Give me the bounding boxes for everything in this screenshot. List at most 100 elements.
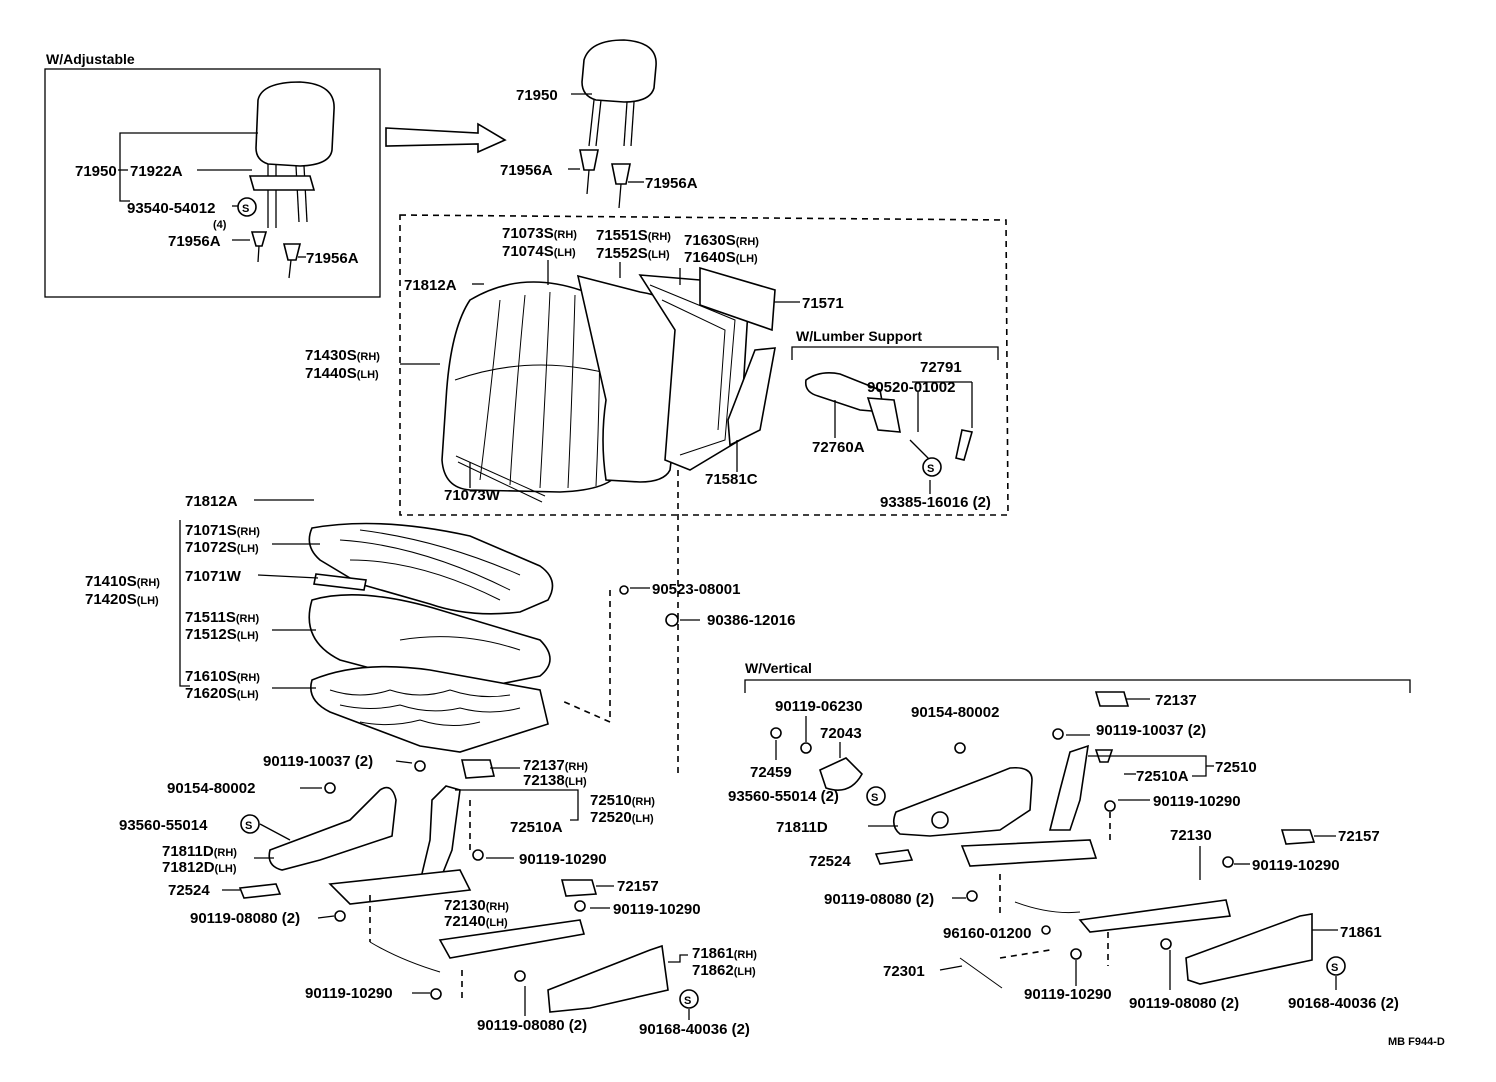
s-mark-icon [237, 197, 257, 217]
label-90119-08080-d: 90119-08080 (2) [1129, 995, 1239, 1012]
label-72760a: 72760A [812, 439, 865, 456]
label-72520: 72520(LH) [590, 809, 654, 826]
headrest-main: 71950 71956A 71956A [500, 39, 698, 209]
s-mark-icon [679, 989, 699, 1009]
label-72510a-a: 72510A [510, 819, 563, 836]
label-71956a-d: 71956A [645, 175, 698, 192]
label-72130-b: 72130 [1170, 827, 1212, 844]
label-71074s: 71074S(LH) [502, 243, 576, 260]
label-71073w: 71073W [444, 487, 501, 504]
label-90119-10290-e: 90119-10290 [1252, 857, 1340, 874]
label-72510-b: 72510 [1215, 759, 1257, 776]
label-72157-a: 72157 [617, 878, 659, 895]
seat-track-left: 90119-10037 (2) 72137(RH) 72138(LH) 9015… [119, 753, 757, 1038]
label-71812a-a: 71812A [404, 277, 457, 294]
label-71950-b: 71950 [516, 87, 558, 104]
bolt-icon [579, 149, 631, 209]
label-90168-40036-b: 90168-40036 (2) [1288, 995, 1399, 1012]
seat-track-icon [770, 691, 1316, 989]
label-71571: 71571 [802, 295, 844, 312]
vertical-group: W/Vertical 90119-06230 [728, 660, 1411, 1012]
bolt-icon [665, 613, 679, 627]
label-71630s: 71630S(RH) [684, 232, 759, 249]
label-72524-b: 72524 [809, 853, 851, 870]
label-71071w: 71071W [185, 568, 242, 585]
label-71073s: 71073S(RH) [502, 225, 577, 242]
label-71956a-c: 71956A [500, 162, 553, 179]
arrow-right-icon [385, 122, 507, 154]
bolt-icon [250, 231, 302, 279]
s-mark-icon [922, 457, 942, 477]
label-71581c: 71581C [705, 471, 758, 488]
headrest-icon [248, 81, 335, 228]
label-90119-10290-d: 90119-10290 [1153, 793, 1241, 810]
label-71811d: 71811D(RH) [162, 843, 237, 860]
headrest-icon [581, 39, 657, 147]
s-mark-icon [1326, 956, 1346, 976]
label-93560-55014-a: 93560-55014 [119, 817, 208, 834]
label-72140: 72140(LH) [444, 913, 508, 930]
label-71640s: 71640S(LH) [684, 249, 758, 266]
adjustable-inset: W/Adjustable 71950 71922A 93540-54012 S … [44, 51, 381, 298]
svg-text:S: S [927, 463, 934, 475]
label-93540-54012: 93540-54012 [127, 200, 215, 217]
label-71922a: 71922A [130, 163, 183, 180]
label-71552s: 71552S(LH) [596, 245, 670, 262]
label-71620s: 71620S(LH) [185, 685, 259, 702]
label-71861-a: 71861(RH) [692, 945, 757, 962]
label-90119-08080-b: 90119-08080 (2) [477, 1017, 587, 1034]
label-72157-b: 72157 [1338, 828, 1380, 845]
label-71812d: 71812D(LH) [162, 859, 237, 876]
seatback-icon [441, 266, 776, 503]
label-90154-80002-b: 90154-80002 [911, 704, 999, 721]
cushion-group: 71812A 71071S(RH) 71072S(LH) 71071W 7141… [85, 493, 795, 753]
label-71440s: 71440S(LH) [305, 365, 379, 382]
section-title-vertical: W/Vertical [745, 660, 812, 676]
label-90119-08080-a: 90119-08080 (2) [190, 910, 300, 927]
figure-code: MB F944-D [1388, 1036, 1445, 1048]
label-90523-08001: 90523-08001 [652, 581, 740, 598]
label-71956a-a: 71956A [168, 233, 221, 250]
label-71072s: 71072S(LH) [185, 539, 259, 556]
label-90386-12016: 90386-12016 [707, 612, 795, 629]
label-71410s: 71410S(RH) [85, 573, 160, 590]
label-96160-01200: 96160-01200 [943, 925, 1031, 942]
label-72137-a: 72137(RH) [523, 757, 588, 774]
label-71812a-b: 71812A [185, 493, 238, 510]
svg-text:S: S [871, 792, 878, 804]
label-90119-10290-b: 90119-10290 [613, 901, 701, 918]
svg-text:S: S [242, 203, 249, 215]
label-72510a-b: 72510A [1136, 768, 1189, 785]
label-71956a-b: 71956A [306, 250, 359, 267]
label-90168-40036-a: 90168-40036 (2) [639, 1021, 750, 1038]
label-71551s: 71551S(RH) [596, 227, 671, 244]
section-title-adjustable: W/Adjustable [46, 51, 135, 67]
label-72301: 72301 [883, 963, 925, 980]
lumbar-support: W/Lumber Support 72791 90520-01002 72760… [791, 328, 999, 511]
label-72043: 72043 [820, 725, 862, 742]
label-71610s: 71610S(RH) [185, 668, 260, 685]
label-qty-4: (4) [213, 219, 227, 231]
label-71950-a: 71950 [75, 163, 117, 180]
label-72524-a: 72524 [168, 882, 210, 899]
section-title-lumbar: W/Lumber Support [796, 328, 922, 344]
svg-text:S: S [245, 820, 252, 832]
label-71861-b: 71861 [1340, 924, 1382, 941]
label-93385-16016: 93385-16016 (2) [880, 494, 991, 511]
label-72791: 72791 [920, 359, 962, 376]
label-72510-a: 72510(RH) [590, 792, 655, 809]
s-mark-icon [866, 786, 886, 806]
svg-text:S: S [1331, 962, 1338, 974]
label-72137-b: 72137 [1155, 692, 1197, 709]
label-71862: 71862(LH) [692, 962, 756, 979]
label-71811d-b: 71811D [776, 819, 828, 836]
label-90154-80002-a: 90154-80002 [167, 780, 255, 797]
label-90119-10290-a: 90119-10290 [519, 851, 607, 868]
label-71511s: 71511S(RH) [185, 609, 259, 626]
bolt-icon [619, 585, 629, 595]
label-71430s: 71430S(RH) [305, 347, 380, 364]
label-93560-55014-b: 93560-55014 (2) [728, 788, 839, 805]
label-72459: 72459 [750, 764, 792, 781]
label-71420s: 71420S(LH) [85, 591, 159, 608]
